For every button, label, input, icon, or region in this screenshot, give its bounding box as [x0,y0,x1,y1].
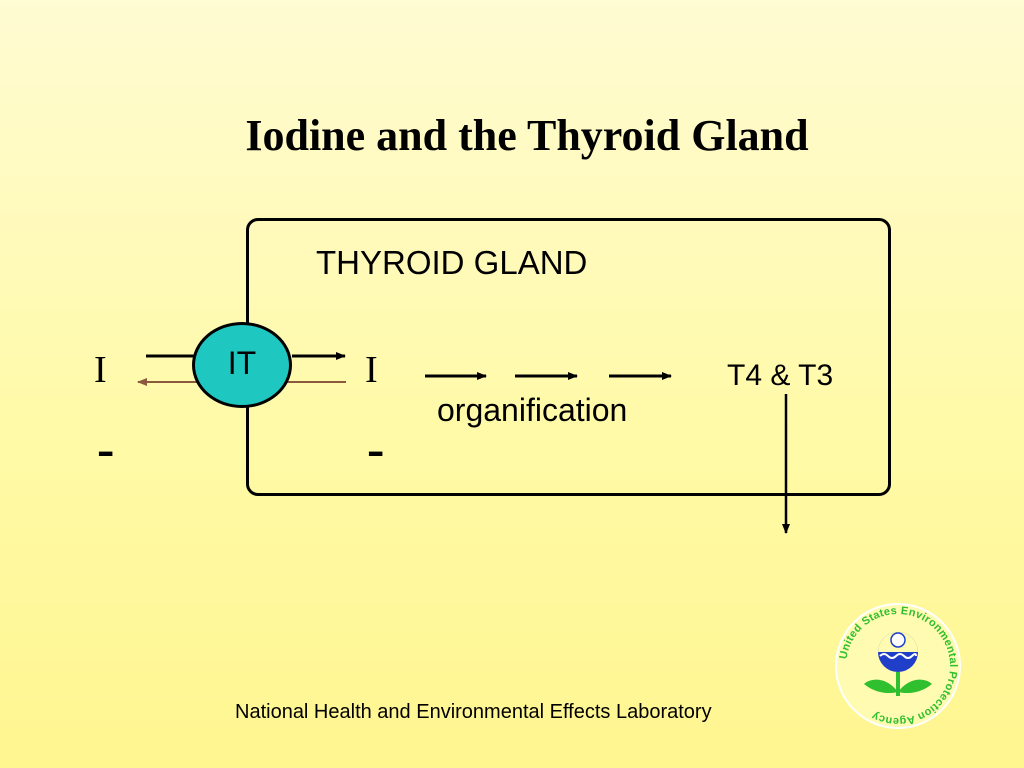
iodine-inside-label: I [365,349,378,391]
iodide-transporter: IT [192,322,292,408]
iodine-outside-label: I [94,349,107,391]
organification-label: organification [437,392,628,428]
thyroid-gland-label: THYROID GLAND [316,244,588,281]
charge-minus-inside: - [367,421,385,478]
epa-flower-logo-icon: United States Environmental Protection A… [835,603,961,729]
footer-lab-name: National Health and Environmental Effect… [235,701,712,723]
thyroid-hormones-label: T4 & T3 [727,359,834,392]
transporter-label: IT [227,345,257,381]
charge-minus-outside: - [97,421,115,478]
slide-title: Iodine and the Thyroid Gland [245,111,809,160]
